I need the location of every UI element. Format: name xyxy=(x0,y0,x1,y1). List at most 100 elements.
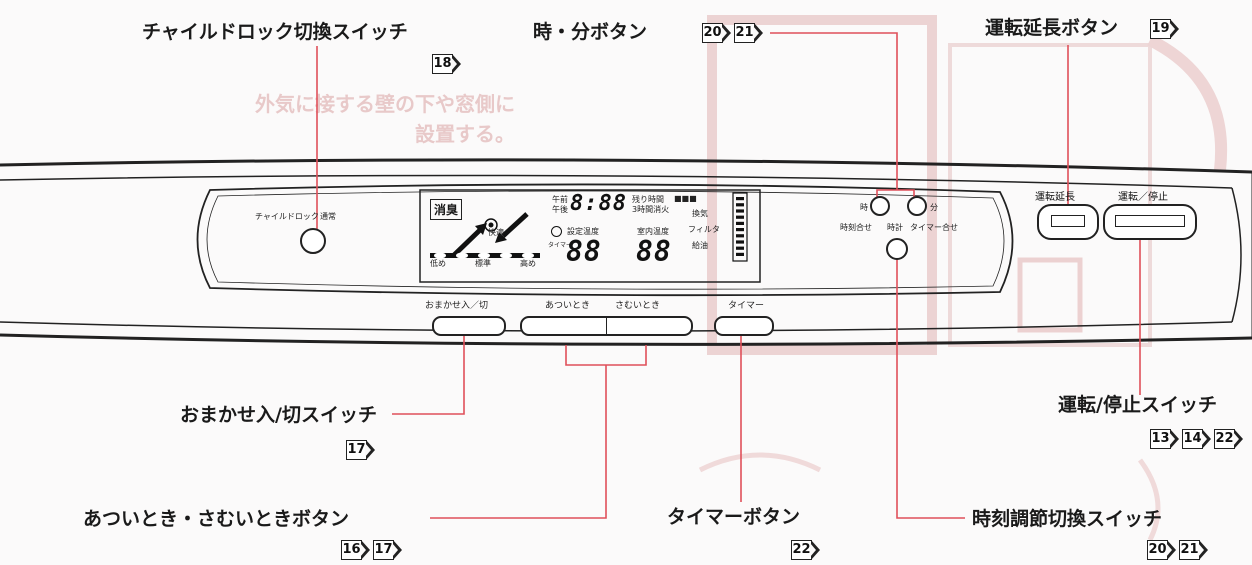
level-indicator xyxy=(430,246,540,259)
page-ref-number: 13 xyxy=(1150,429,1171,449)
gauge-rung xyxy=(736,228,744,232)
pm-label: 午後 xyxy=(552,205,568,214)
hot-button[interactable] xyxy=(520,316,610,336)
chevron-right-icon xyxy=(392,540,402,560)
page-ref-badge: 21 xyxy=(734,22,764,44)
set-temp-readout: 88 xyxy=(566,235,602,268)
chevron-right-icon xyxy=(1166,540,1176,560)
chevron-right-icon xyxy=(810,540,820,560)
level-dots-icon xyxy=(430,252,540,259)
chevron-right-icon xyxy=(1169,429,1179,449)
page-ref-number: 22 xyxy=(791,540,812,560)
chevron-right-icon xyxy=(721,23,731,43)
high-label: 高め xyxy=(520,259,536,268)
hour-button[interactable] xyxy=(870,196,890,216)
run-stop-button[interactable] xyxy=(1103,204,1197,240)
callout-timer: タイマーボタン xyxy=(667,506,801,528)
callout-extend: 運転延長ボタン xyxy=(985,17,1119,39)
refs-timer: 22 xyxy=(791,539,823,561)
page-ref-number: 17 xyxy=(346,440,367,460)
extend-button-label: 運転延長 xyxy=(1035,192,1075,203)
gauge-rung xyxy=(736,246,744,250)
comfort-label: 快適 xyxy=(488,228,504,237)
page-ref-badge: 17 xyxy=(346,439,376,461)
gauge-rung xyxy=(736,209,744,213)
callout-hot-cold: あついとき・さむいときボタン xyxy=(83,508,350,530)
page-ref-number: 22 xyxy=(1214,429,1235,449)
cold-button[interactable] xyxy=(606,316,693,336)
time-set-label: 時刻合せ xyxy=(840,223,872,232)
refs-omakase: 17 xyxy=(346,439,378,461)
set-temp-label: 設定温度 xyxy=(567,227,599,236)
page-ref-badge: 13 xyxy=(1150,428,1180,450)
page-ref-badge: 14 xyxy=(1182,428,1212,450)
normal-label: 通常 xyxy=(320,212,336,221)
gauge-rung xyxy=(736,240,744,244)
chevron-right-icon xyxy=(360,540,370,560)
refs-run-stop: 13 14 22 xyxy=(1150,428,1246,450)
chevron-right-icon xyxy=(1233,429,1243,449)
child-lock-switch[interactable] xyxy=(300,228,326,254)
page-ref-badge: 21 xyxy=(1179,539,1209,561)
timer-small-label: タイマー xyxy=(548,242,573,249)
callout-run-stop: 運転/停止スイッチ xyxy=(1058,394,1217,416)
clock-label: 時計 xyxy=(887,223,903,232)
hot-label: あついとき xyxy=(545,301,591,311)
page-ref-number: 20 xyxy=(702,23,723,43)
chevron-right-icon xyxy=(365,440,375,460)
chevron-right-icon xyxy=(1198,540,1208,560)
callout-clock-adjust: 時刻調節切換スイッチ xyxy=(972,508,1163,530)
page-ref-number: 17 xyxy=(373,540,394,560)
omakase-button[interactable] xyxy=(432,316,506,336)
page-ref-number: 18 xyxy=(432,54,453,74)
page-ref-number: 14 xyxy=(1182,429,1203,449)
run-stop-button-label: 運転／停止 xyxy=(1118,192,1168,203)
page-ref-badge: 19 xyxy=(1150,18,1180,40)
gauge-rung xyxy=(736,252,744,256)
callout-omakase: おまかせ入/切スイッチ xyxy=(180,404,377,426)
timer-button[interactable] xyxy=(714,316,774,336)
page-ref-number: 16 xyxy=(341,540,362,560)
page-ref-badge: 22 xyxy=(791,539,821,561)
filter-label: フィルタ xyxy=(688,225,720,234)
timer-label: タイマー xyxy=(728,301,765,311)
low-label: 低め xyxy=(430,259,446,268)
standard-label: 標準 xyxy=(475,259,491,268)
page-ref-badge: 22 xyxy=(1214,428,1244,450)
chevron-right-icon xyxy=(451,54,461,74)
child-lock-label: チャイルドロック xyxy=(255,212,319,221)
level-bar-gauge xyxy=(732,192,748,262)
gauge-rung xyxy=(736,221,744,225)
refuel-label: 給油 xyxy=(692,241,708,250)
callout-child-lock: チャイルドロック切換スイッチ xyxy=(142,21,408,43)
refs-extend: 19 xyxy=(1150,18,1182,40)
timer-set-label: タイマー合せ xyxy=(910,223,958,232)
chevron-right-icon xyxy=(1201,429,1211,449)
mode-indicator: 消臭 xyxy=(430,199,463,220)
omakase-label: おまかせ入／切 xyxy=(425,301,489,311)
minute-button[interactable] xyxy=(907,196,927,216)
gauge-rung xyxy=(736,234,744,238)
gauge-rung xyxy=(736,215,744,219)
page-ref-badge: 20 xyxy=(702,22,732,44)
minute-label: 分 xyxy=(930,203,938,212)
am-label: 午前 xyxy=(552,195,568,204)
page-ref-badge: 18 xyxy=(432,53,462,75)
gauge-rung xyxy=(736,197,744,201)
extend-button[interactable] xyxy=(1037,204,1099,240)
clock-adjust-switch[interactable] xyxy=(886,238,908,260)
remaining-label: 残り時間 xyxy=(632,195,664,204)
ventilation-label: 換気 xyxy=(692,209,708,218)
page-ref-badge: 20 xyxy=(1147,539,1177,561)
page-ref-number: 20 xyxy=(1147,540,1168,560)
refs-child-lock: 18 xyxy=(432,53,464,75)
gauge-rung xyxy=(736,203,744,207)
page-ref-number: 21 xyxy=(734,23,755,43)
run-marks: ■■■ xyxy=(674,194,697,203)
page-ref-badge: 16 xyxy=(341,539,371,561)
page-ref-number: 21 xyxy=(1179,540,1200,560)
